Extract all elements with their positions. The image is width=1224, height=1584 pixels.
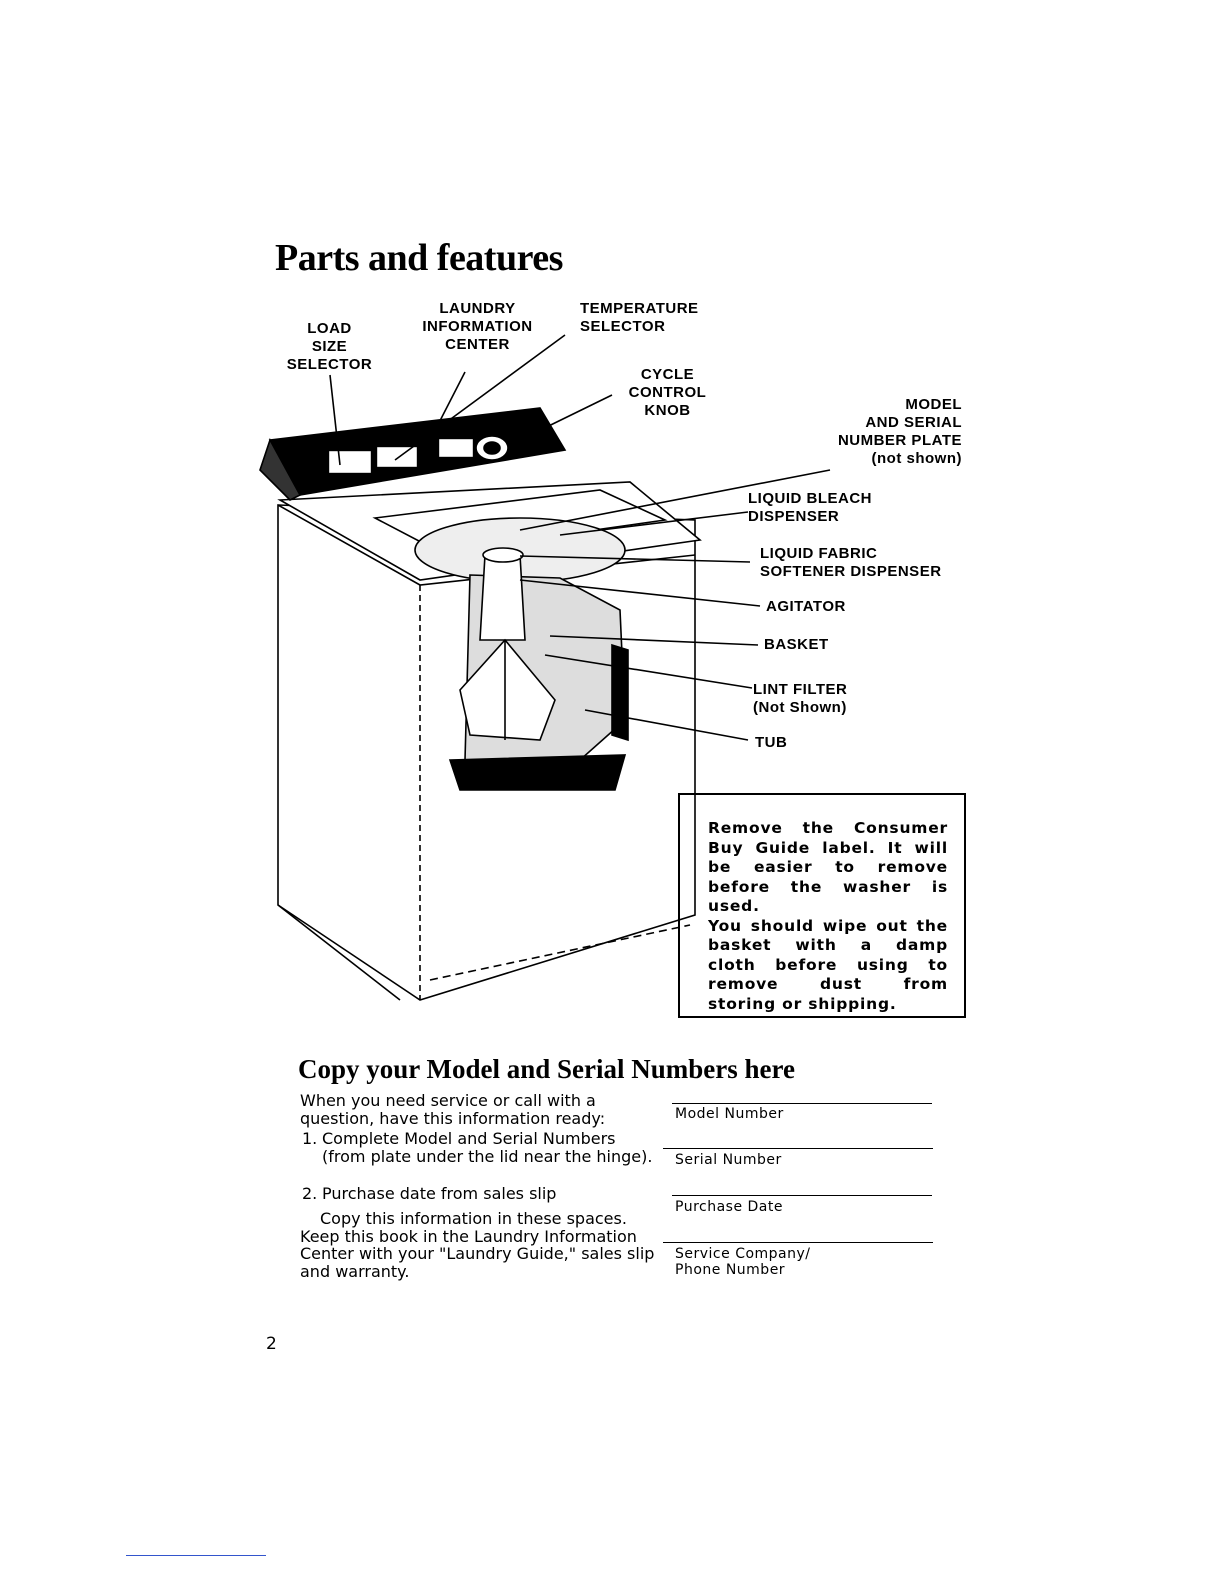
model-number-label: Model Number [675, 1106, 784, 1122]
callout-liquid-bleach-dispenser: LIQUID BLEACH DISPENSER [748, 490, 872, 525]
service-company-line[interactable] [663, 1242, 933, 1243]
list-item-1: Complete Model and Serial Numbers (from … [322, 1129, 653, 1166]
callout-basket: BASKET [764, 636, 829, 653]
callout-agitator: AGITATOR [766, 598, 846, 615]
callout-cycle-control-knob: CYCLE CONTROL KNOB [628, 366, 707, 419]
model-number-line[interactable] [672, 1103, 932, 1104]
callout-tub: TUB [755, 734, 788, 751]
serial-number-label: Serial Number [675, 1152, 782, 1168]
list-item-2-number: 2. [302, 1184, 318, 1203]
list-item-2: Purchase date from sales slip [322, 1184, 557, 1203]
list-item-1-number: 1. [302, 1129, 318, 1148]
callout-liquid-fabric-softener-dispenser: LIQUID FABRIC SOFTENER DISPENSER [760, 545, 942, 580]
outro-text: Copy this information in these spaces. K… [300, 1209, 655, 1281]
purchase-date-line[interactable] [672, 1195, 932, 1196]
callout-load-size-selector: LOAD SIZE SELECTOR [286, 320, 373, 373]
callout-model-serial-plate: MODEL AND SERIAL NUMBER PLATE (not shown… [837, 396, 962, 467]
notice-box: Remove the Consumer Buy Guide label. It … [678, 793, 966, 1018]
footer-rule [126, 1555, 266, 1556]
service-company-label: Service Company/ Phone Number [675, 1246, 811, 1278]
section-heading: Copy your Model and Serial Numbers here [298, 1054, 796, 1084]
intro-text: When you need service or call with a que… [300, 1091, 606, 1128]
serial-number-line[interactable] [663, 1148, 933, 1149]
callout-laundry-information-center: LAUNDRY INFORMATION CENTER [422, 300, 533, 353]
notice-text: Remove the Consumer Buy Guide label. It … [708, 819, 948, 1013]
purchase-date-label: Purchase Date [675, 1199, 783, 1215]
callout-temperature-selector: TEMPERATURE SELECTOR [580, 300, 699, 335]
callout-lint-filter: LINT FILTER (Not Shown) [753, 681, 848, 716]
page-number: 2 [266, 1334, 277, 1354]
page-title: Parts and features [275, 237, 563, 279]
